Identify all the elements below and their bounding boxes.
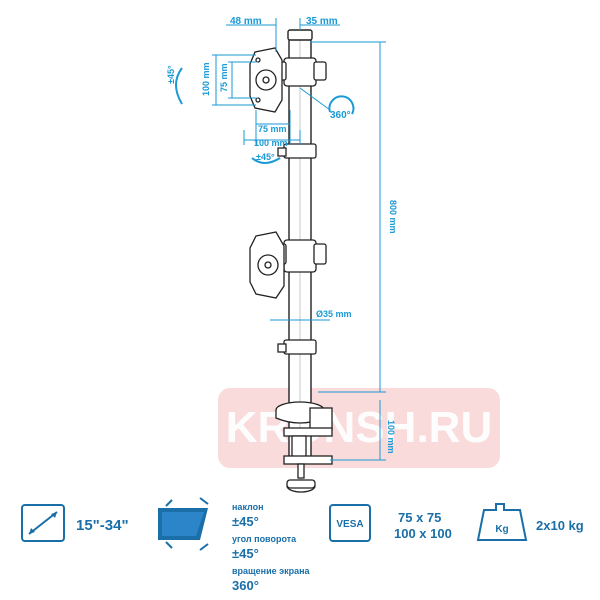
spec-tilt-value: ±45° bbox=[232, 514, 259, 529]
vesa-badge-text: VESA bbox=[336, 519, 363, 530]
spec-weight: 2x10 kg bbox=[536, 518, 584, 533]
dim-swivel: ±45° bbox=[256, 152, 275, 162]
vesa-icon: VESA bbox=[329, 504, 371, 542]
desk-clamp bbox=[275, 401, 333, 493]
spec-swivel-value: ±45° bbox=[232, 546, 259, 561]
spec-rotation-label: вращение экрана bbox=[232, 566, 311, 576]
rotation-arrows bbox=[175, 67, 355, 164]
spec-swivel-label: угол поворота bbox=[232, 534, 297, 544]
dim-vesa-width-inner: 75 mm bbox=[258, 124, 287, 134]
dim-pole-diameter: Ø35 mm bbox=[316, 309, 352, 319]
dim-top-left: 48 mm bbox=[230, 16, 262, 27]
screen-size-icon bbox=[21, 504, 65, 542]
dim-pole-height: 800 mm bbox=[388, 200, 398, 234]
weight-badge-text: Kg bbox=[495, 524, 508, 535]
dimension-lines bbox=[212, 18, 386, 461]
dim-top-right: 35 mm bbox=[306, 16, 338, 27]
watermark: KRONSH.RU bbox=[218, 388, 500, 468]
dim-vesa-height-inner: 75 mm bbox=[219, 63, 229, 92]
spec-screen-size: 15"-34" bbox=[76, 517, 129, 534]
dim-clamp-depth: 100 mm bbox=[386, 420, 396, 454]
lower-vesa-plate bbox=[249, 231, 285, 299]
dim-rotation: 360° bbox=[330, 110, 351, 121]
pole-cap bbox=[287, 29, 313, 41]
spec-tilt-label: наклон bbox=[232, 502, 264, 512]
dim-tilt: ±45° bbox=[166, 65, 176, 84]
monitor-tilt-icon bbox=[158, 497, 209, 551]
spec-rotation-value: 360° bbox=[232, 578, 259, 593]
lower-clamp-ring bbox=[277, 339, 317, 355]
dim-vesa-width-outer: 100 mm bbox=[254, 138, 288, 148]
spec-vesa-1: 75 x 75 bbox=[398, 510, 441, 525]
spec-vesa-2: 100 x 100 bbox=[394, 526, 452, 541]
dim-vesa-height-outer: 100 mm bbox=[201, 62, 211, 96]
watermark-text: KRONSH.RU bbox=[226, 403, 492, 452]
upper-vesa-plate bbox=[249, 47, 283, 113]
weight-icon: Kg bbox=[476, 503, 528, 541]
